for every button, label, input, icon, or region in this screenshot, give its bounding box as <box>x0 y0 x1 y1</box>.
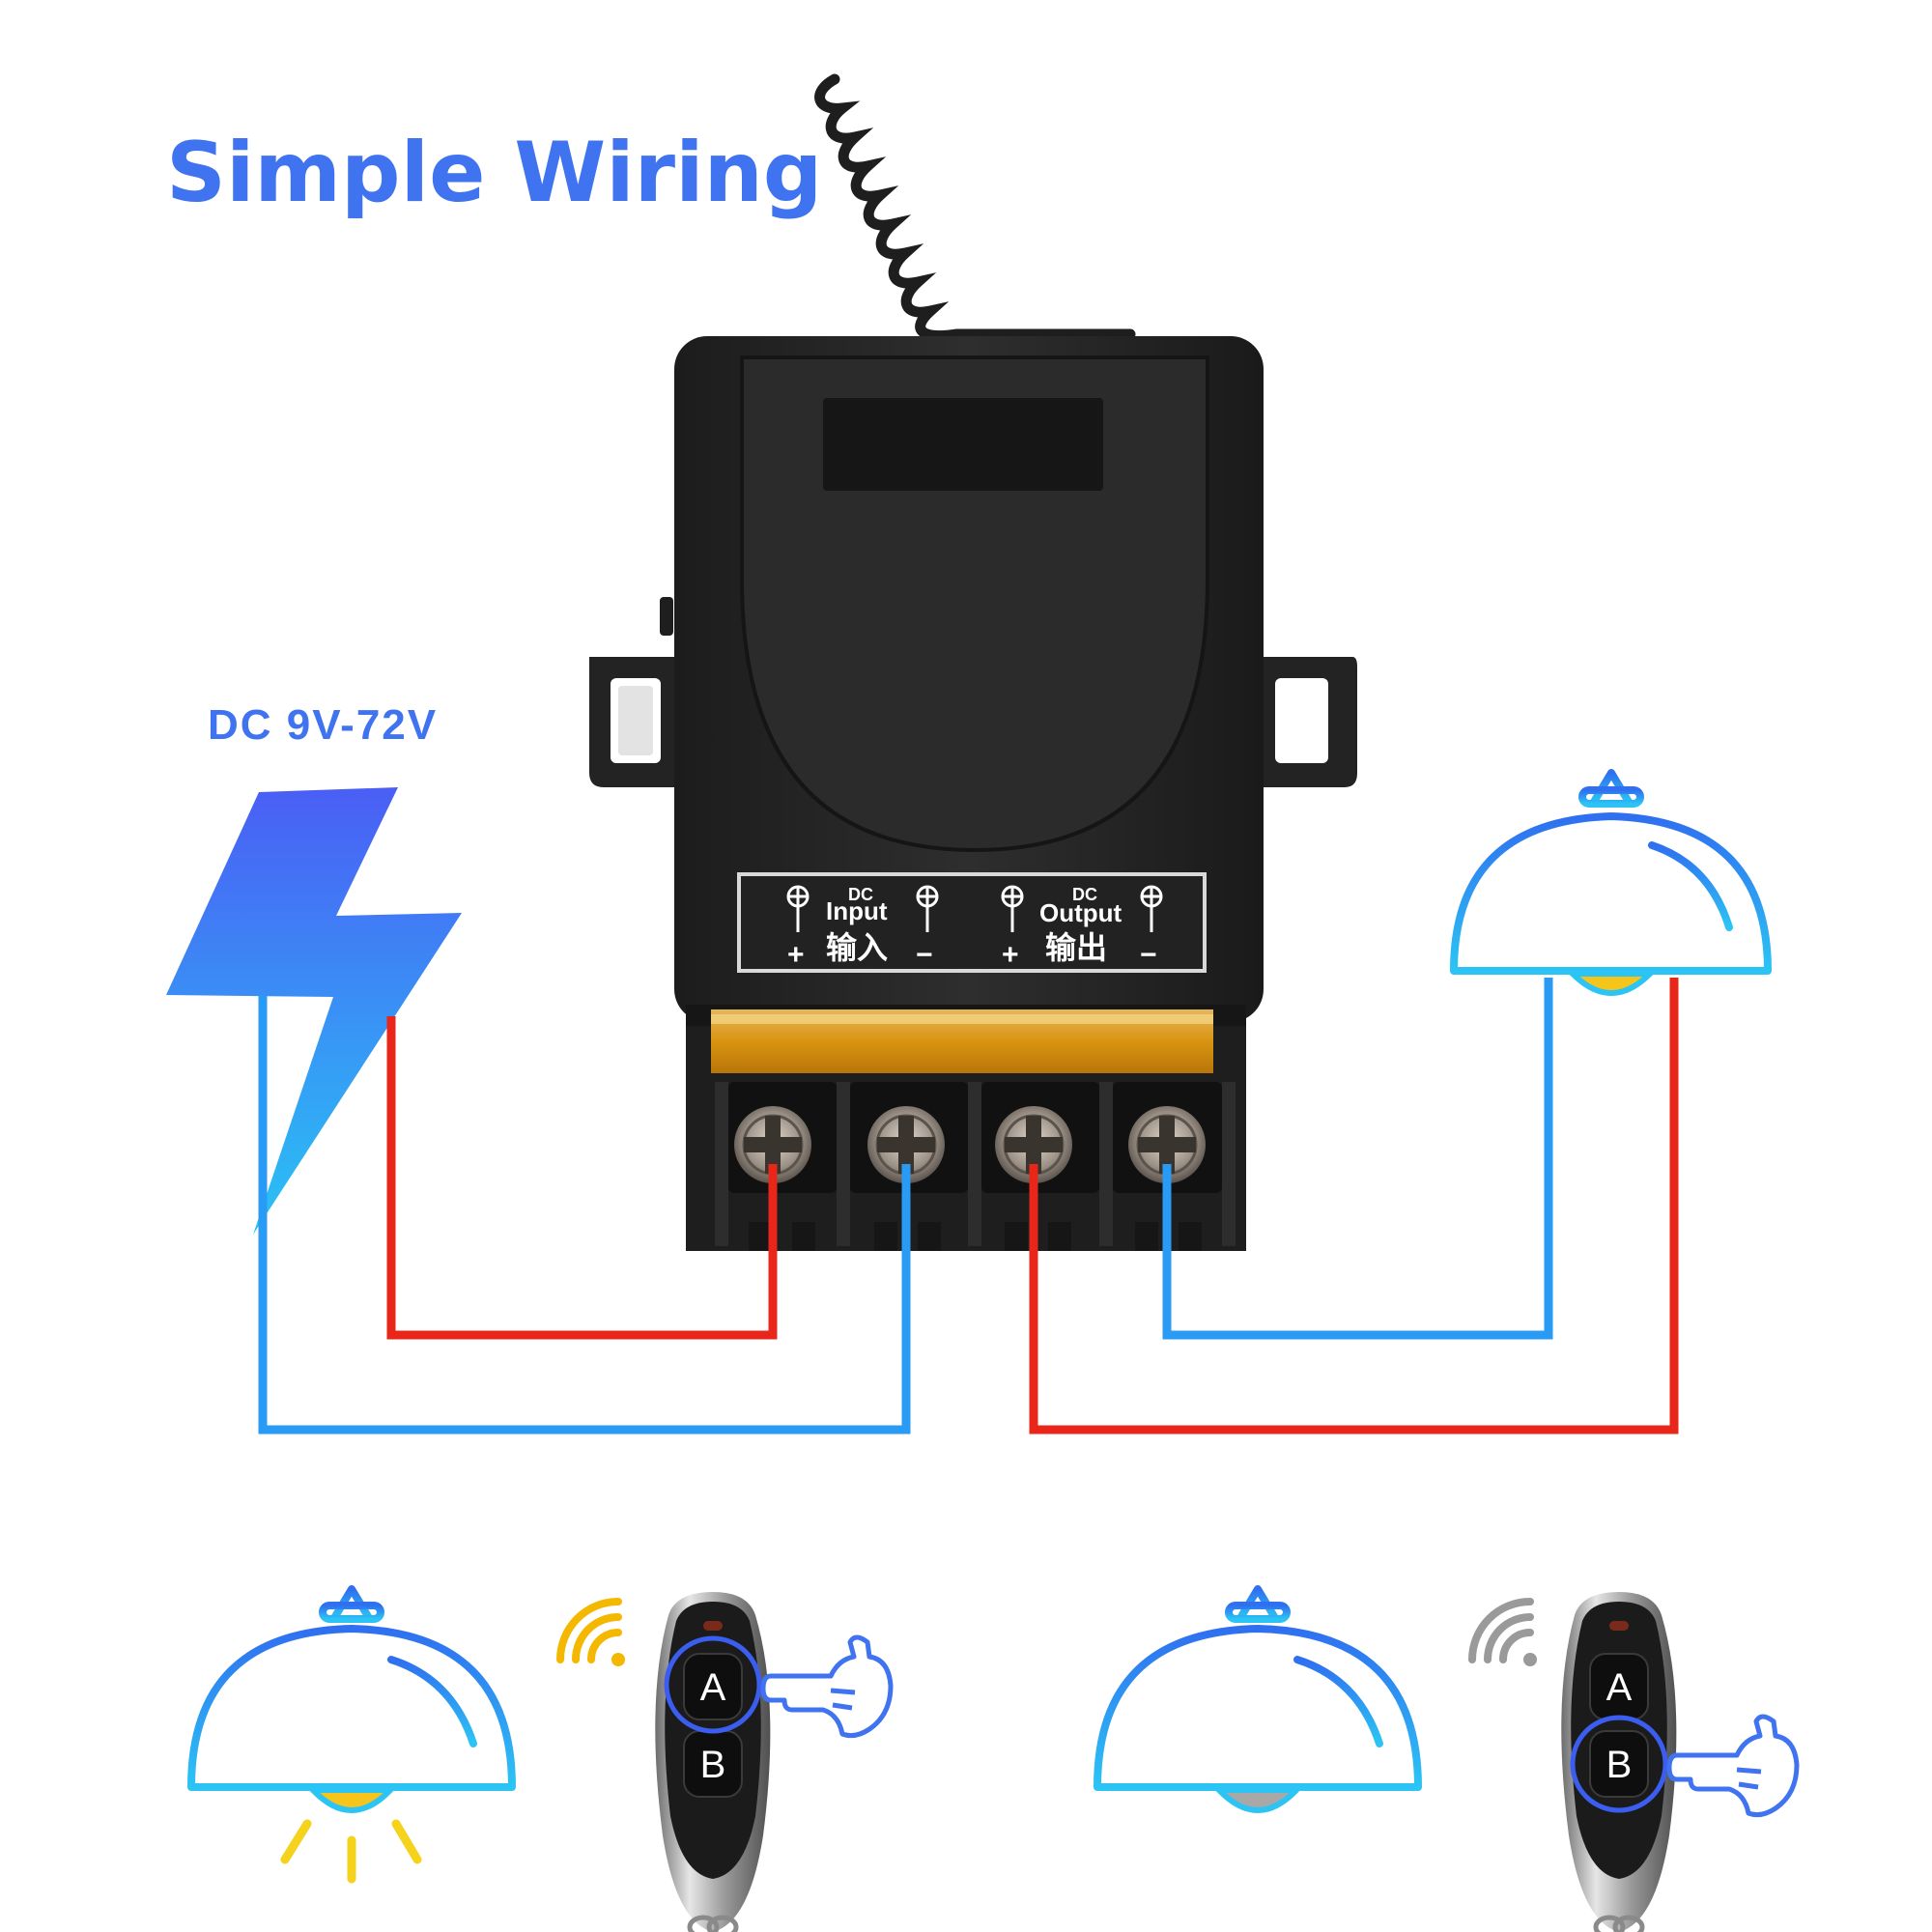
output-plus-label: + <box>1002 939 1019 971</box>
lamp-on-icon <box>187 1527 516 1791</box>
lamp-bulb-upper <box>1565 971 1658 996</box>
signal-icon <box>556 1598 625 1666</box>
input-cn-label: 输入 <box>826 930 888 965</box>
output-label: Output <box>1039 898 1122 927</box>
relay-module: + DC Input 输入 − + DC Output 输出 − <box>589 336 1357 1251</box>
remote-right: A B <box>1468 1592 1800 1932</box>
pointing-hand-icon <box>1666 1714 1800 1818</box>
press-indicator <box>664 1635 762 1734</box>
input-label-group: + DC Input 输入 − <box>786 885 939 971</box>
wire-output-positive <box>1029 978 1679 1435</box>
output-minus-label: − <box>1140 939 1157 971</box>
terminal-screw-1 <box>728 1082 837 1193</box>
output-dc-label: DC <box>1072 885 1097 904</box>
terminal-screw-3 <box>981 1082 1099 1193</box>
lamp-bulb-on <box>305 1787 398 1813</box>
lamp-off-icon <box>1094 1527 1422 1791</box>
remote-left: A B <box>556 1592 894 1932</box>
remote-key-a-label: A <box>1606 1666 1633 1709</box>
terminal-screw-2 <box>850 1082 968 1193</box>
wire-input-negative <box>258 995 911 1435</box>
light-rays <box>280 1819 422 1884</box>
lightning-icon <box>166 787 462 1235</box>
input-minus-label: − <box>916 939 933 971</box>
antenna-coil <box>814 73 1136 341</box>
page-title: Simple Wiring <box>166 125 822 221</box>
remote-key-b-label: B <box>700 1744 726 1786</box>
remote-key-b-label: B <box>1606 1744 1633 1786</box>
signal-icon-inactive <box>1468 1598 1537 1666</box>
terminal-screw-4 <box>1113 1082 1222 1193</box>
lamp-icon <box>1450 713 1772 975</box>
input-dc-label: DC <box>848 885 873 904</box>
remote-key-b[interactable] <box>1589 1730 1649 1798</box>
press-indicator <box>1570 1715 1668 1813</box>
lamp-bulb-off <box>1211 1787 1304 1813</box>
remote-key-a[interactable] <box>683 1653 743 1720</box>
output-label-group: + DC Output 输出 − <box>1001 885 1163 971</box>
housing-window <box>823 398 1103 491</box>
input-plus-label: + <box>787 939 805 971</box>
pointing-hand-icon <box>760 1634 894 1739</box>
output-cn-label: 输出 <box>1045 930 1107 965</box>
input-label: Input <box>826 896 888 925</box>
voltage-label: DC 9V-72V <box>208 701 438 749</box>
remote-key-a-label: A <box>700 1666 726 1709</box>
